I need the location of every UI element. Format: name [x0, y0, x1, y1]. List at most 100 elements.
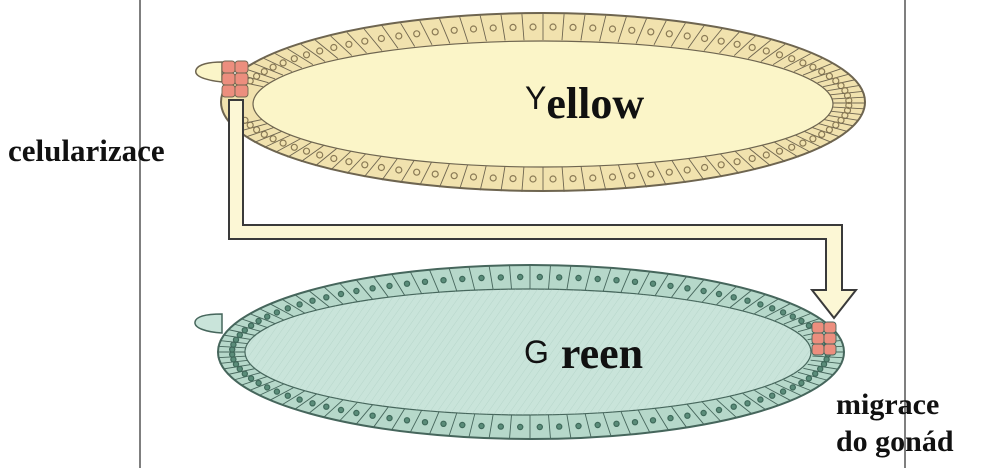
embryo-green-tip — [195, 314, 222, 333]
cell-nucleus — [404, 281, 409, 286]
embryo-yellow-tip — [196, 62, 222, 82]
pole-cell — [812, 333, 824, 344]
yellow-label-initial: Y — [525, 80, 546, 116]
pole-cell — [235, 85, 248, 97]
cell-nucleus — [274, 389, 279, 394]
cell-nucleus — [460, 422, 465, 427]
cell-nucleus — [576, 423, 581, 428]
yellow-embryo-label: Yellow — [525, 78, 644, 129]
cell-nucleus — [595, 422, 600, 427]
cell-nucleus — [237, 332, 242, 337]
cell-nucleus — [745, 401, 750, 406]
cell-nucleus — [770, 393, 775, 398]
cell-nucleus — [557, 275, 562, 280]
cell-nucleus — [806, 376, 811, 381]
pole-cell — [235, 73, 248, 85]
pole-cell — [812, 322, 824, 333]
cell-nucleus — [650, 418, 655, 423]
cell-nucleus — [595, 276, 600, 281]
cell-nucleus — [265, 385, 270, 390]
cell-nucleus — [813, 371, 818, 376]
cell-nucleus — [518, 274, 523, 279]
cell-nucleus — [537, 274, 542, 279]
cell-nucleus — [731, 404, 736, 409]
cell-nucleus — [237, 366, 242, 371]
pole-cell — [222, 61, 235, 73]
cell-nucleus — [338, 291, 343, 296]
migration-label-line2: do gonád — [836, 425, 954, 459]
cell-nucleus — [310, 401, 315, 406]
cell-nucleus — [404, 418, 409, 423]
cell-nucleus — [799, 318, 804, 323]
cell-nucleus — [701, 288, 706, 293]
cell-nucleus — [387, 416, 392, 421]
cell-nucleus — [614, 421, 619, 426]
cell-nucleus — [285, 306, 290, 311]
pole-cell — [824, 344, 836, 355]
cell-nucleus — [249, 376, 254, 381]
cell-nucleus — [387, 283, 392, 288]
cell-nucleus — [422, 420, 427, 425]
cellularization-label: celularizace — [8, 133, 165, 169]
cell-nucleus — [821, 362, 826, 367]
cell-nucleus — [242, 328, 247, 333]
cell-nucleus — [324, 295, 329, 300]
cell-nucleus — [354, 410, 359, 415]
cell-nucleus — [422, 279, 427, 284]
green-label-initial: G — [524, 334, 549, 370]
cell-nucleus — [806, 323, 811, 328]
cell-nucleus — [818, 366, 823, 371]
cell-nucleus — [685, 413, 690, 418]
cell-nucleus — [460, 276, 465, 281]
cell-nucleus — [498, 275, 503, 280]
pole-cell — [812, 344, 824, 355]
cell-nucleus — [265, 314, 270, 319]
cell-nucleus — [249, 323, 254, 328]
cell-nucleus — [701, 410, 706, 415]
cell-nucleus — [310, 298, 315, 303]
cell-nucleus — [233, 337, 238, 342]
cell-nucleus — [614, 278, 619, 283]
cell-nucleus — [790, 314, 795, 319]
cell-nucleus — [370, 286, 375, 291]
embryo-green — [195, 265, 844, 439]
cell-nucleus — [557, 424, 562, 429]
cell-nucleus — [716, 407, 721, 412]
cell-nucleus — [338, 407, 343, 412]
cell-nucleus — [650, 281, 655, 286]
cell-nucleus — [758, 397, 763, 402]
cell-nucleus — [441, 278, 446, 283]
cell-nucleus — [537, 424, 542, 429]
cell-nucleus — [632, 279, 637, 284]
cell-nucleus — [256, 380, 261, 385]
cell-nucleus — [479, 423, 484, 428]
cell-nucleus — [285, 393, 290, 398]
cell-nucleus — [518, 424, 523, 429]
pole-cell — [222, 85, 235, 97]
cell-nucleus — [498, 424, 503, 429]
green-embryo-label: Green — [524, 328, 643, 379]
cell-nucleus — [731, 295, 736, 300]
cell-nucleus — [479, 275, 484, 280]
cell-nucleus — [256, 318, 261, 323]
cell-nucleus — [668, 283, 673, 288]
cell-nucleus — [716, 291, 721, 296]
cell-nucleus — [576, 275, 581, 280]
cell-nucleus — [758, 302, 763, 307]
cell-nucleus — [745, 298, 750, 303]
pole-cell — [222, 73, 235, 85]
cell-nucleus — [297, 302, 302, 307]
cell-nucleus — [324, 404, 329, 409]
yellow-label-rest: ellow — [546, 79, 644, 128]
cell-nucleus — [668, 416, 673, 421]
cell-nucleus — [781, 389, 786, 394]
cell-nucleus — [632, 420, 637, 425]
cell-nucleus — [354, 288, 359, 293]
cell-nucleus — [770, 306, 775, 311]
embryo-green-pole-cells — [812, 322, 836, 355]
cell-nucleus — [799, 380, 804, 385]
cell-nucleus — [274, 310, 279, 315]
migration-label-line1: migrace — [836, 388, 939, 422]
cell-nucleus — [242, 371, 247, 376]
embryo-yellow-pole-cells — [222, 61, 248, 97]
